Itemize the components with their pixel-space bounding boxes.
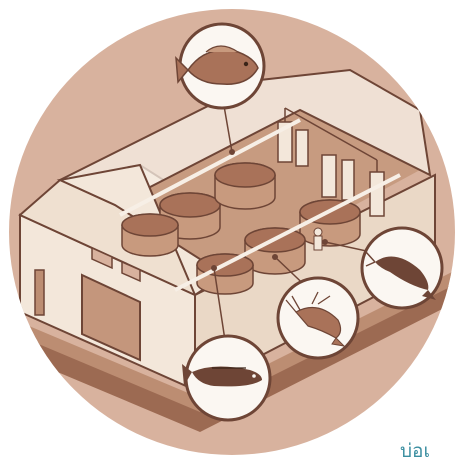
caption-text: บ่อเ [400,436,430,466]
tank-3 [122,214,178,256]
bubble-middle [278,278,358,358]
tank-2 [215,163,275,209]
worker-figure [314,228,322,250]
drain-pipe [35,270,44,315]
bubble-right [362,228,442,308]
